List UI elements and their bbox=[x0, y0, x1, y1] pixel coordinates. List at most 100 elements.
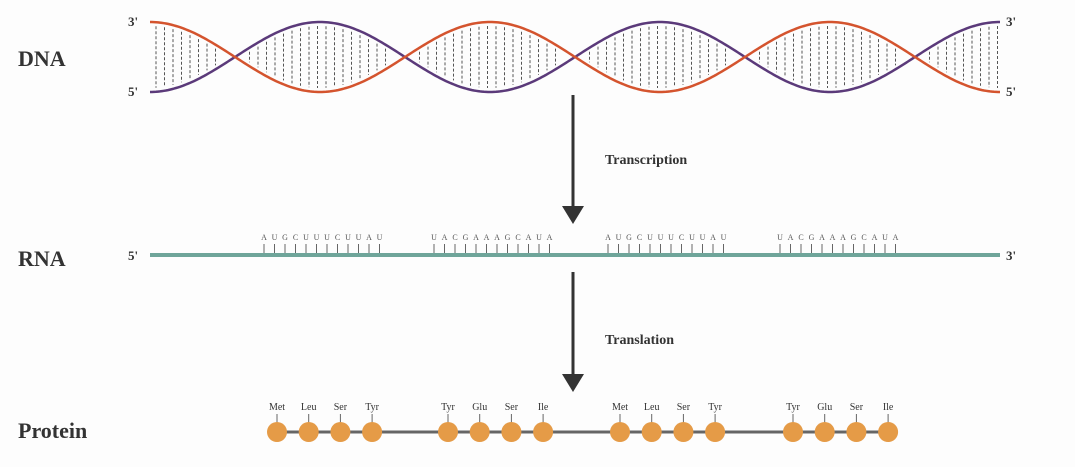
arrow-head bbox=[562, 206, 584, 224]
amino-acid-label: Ser bbox=[334, 402, 348, 413]
amino-acid-bead bbox=[438, 422, 458, 442]
nucleotide: U bbox=[882, 233, 888, 242]
amino-acid-bead bbox=[610, 422, 630, 442]
amino-acid-label: Ser bbox=[677, 402, 691, 413]
amino-acid-bead bbox=[705, 422, 726, 442]
nucleotide: U bbox=[616, 233, 622, 242]
nucleotide: A bbox=[494, 233, 500, 242]
amino-acid-bead bbox=[469, 422, 490, 442]
amino-acid-label: Leu bbox=[301, 402, 317, 413]
rna-right-end: 3' bbox=[1006, 248, 1016, 263]
nucleotide: U bbox=[658, 233, 664, 242]
nucleotide: U bbox=[356, 233, 362, 242]
nucleotide: U bbox=[431, 233, 437, 242]
rna-left-end: 5' bbox=[128, 248, 138, 263]
nucleotide: G bbox=[809, 233, 815, 242]
nucleotide: G bbox=[505, 233, 511, 242]
amino-acid-bead bbox=[783, 422, 803, 442]
amino-acid-label: Tyr bbox=[786, 402, 800, 413]
nucleotide: C bbox=[798, 233, 803, 242]
nucleotide: U bbox=[777, 233, 783, 242]
amino-acid-label: Leu bbox=[644, 402, 660, 413]
protein-group: Tyr Glu Ser Ile bbox=[783, 402, 899, 442]
nucleotide: C bbox=[293, 233, 298, 242]
dna-right-top-end: 3' bbox=[1006, 14, 1016, 29]
nucleotide: U bbox=[689, 233, 695, 242]
nucleotide: C bbox=[452, 233, 457, 242]
dna-left-top-end: 3' bbox=[128, 14, 138, 29]
amino-acid-label: Met bbox=[612, 402, 628, 413]
nucleotide: A bbox=[484, 233, 490, 242]
dna-base-pairs bbox=[155, 26, 998, 88]
nucleotide: C bbox=[861, 233, 866, 242]
nucleotide: C bbox=[637, 233, 642, 242]
nucleotide: U bbox=[345, 233, 351, 242]
nucleotide: U bbox=[536, 233, 542, 242]
transcription-label: Transcription bbox=[605, 153, 687, 168]
nucleotide: U bbox=[721, 233, 727, 242]
amino-acid-label: Ser bbox=[505, 402, 519, 413]
amino-acid-label: Ile bbox=[538, 402, 549, 413]
amino-acid-label: Met bbox=[269, 402, 285, 413]
nucleotide: U bbox=[324, 233, 330, 242]
amino-acid-label: Glu bbox=[817, 402, 832, 413]
arrow-head bbox=[562, 374, 584, 392]
dna-right-bottom-end: 5' bbox=[1006, 84, 1016, 99]
amino-acid-label: Ser bbox=[850, 402, 864, 413]
translation-arrow bbox=[562, 272, 584, 392]
nucleotide: C bbox=[515, 233, 520, 242]
dna-label: DNA bbox=[18, 46, 66, 71]
protein-group: Met Leu Ser Tyr bbox=[610, 402, 726, 442]
amino-acid-label: Ile bbox=[883, 402, 894, 413]
nucleotide: A bbox=[872, 233, 878, 242]
nucleotide: U bbox=[314, 233, 320, 242]
nucleotide: A bbox=[261, 233, 267, 242]
nucleotide: G bbox=[463, 233, 469, 242]
nucleotide: A bbox=[473, 233, 479, 242]
nucleotide: U bbox=[700, 233, 706, 242]
dna-strand-red bbox=[150, 20, 1000, 94]
nucleotide: U bbox=[303, 233, 309, 242]
nucleotide: G bbox=[282, 233, 288, 242]
nucleotide: U bbox=[377, 233, 383, 242]
nucleotide: A bbox=[893, 233, 899, 242]
amino-acid-bead bbox=[673, 422, 694, 442]
amino-acid-bead bbox=[267, 422, 287, 442]
nucleotide: A bbox=[840, 233, 846, 242]
amino-acid-bead bbox=[878, 422, 899, 442]
nucleotide: A bbox=[442, 233, 448, 242]
nucleotide: A bbox=[819, 233, 825, 242]
amino-acid-label: Tyr bbox=[708, 402, 722, 413]
amino-acid-label: Tyr bbox=[441, 402, 455, 413]
nucleotide: A bbox=[788, 233, 794, 242]
nucleotide: A bbox=[605, 233, 611, 242]
amino-acid-bead bbox=[846, 422, 867, 442]
rna-label: RNA bbox=[18, 246, 66, 271]
amino-acid-bead bbox=[501, 422, 522, 442]
nucleotide: G bbox=[626, 233, 632, 242]
dna-left-bottom-end: 5' bbox=[128, 84, 138, 99]
nucleotide: G bbox=[851, 233, 857, 242]
amino-acid-bead bbox=[298, 422, 319, 442]
amino-acid-bead bbox=[330, 422, 351, 442]
nucleotide: A bbox=[547, 233, 553, 242]
amino-acid-bead bbox=[533, 422, 554, 442]
nucleotide: U bbox=[668, 233, 674, 242]
protein-label: Protein bbox=[18, 418, 87, 443]
translation-label: Translation bbox=[605, 333, 674, 348]
nucleotide: A bbox=[830, 233, 836, 242]
nucleotide: A bbox=[710, 233, 716, 242]
nucleotide: U bbox=[272, 233, 278, 242]
amino-acid-bead bbox=[641, 422, 662, 442]
nucleotide: U bbox=[647, 233, 653, 242]
transcription-arrow bbox=[562, 95, 584, 224]
amino-acid-label: Tyr bbox=[365, 402, 379, 413]
amino-acid-bead bbox=[814, 422, 835, 442]
